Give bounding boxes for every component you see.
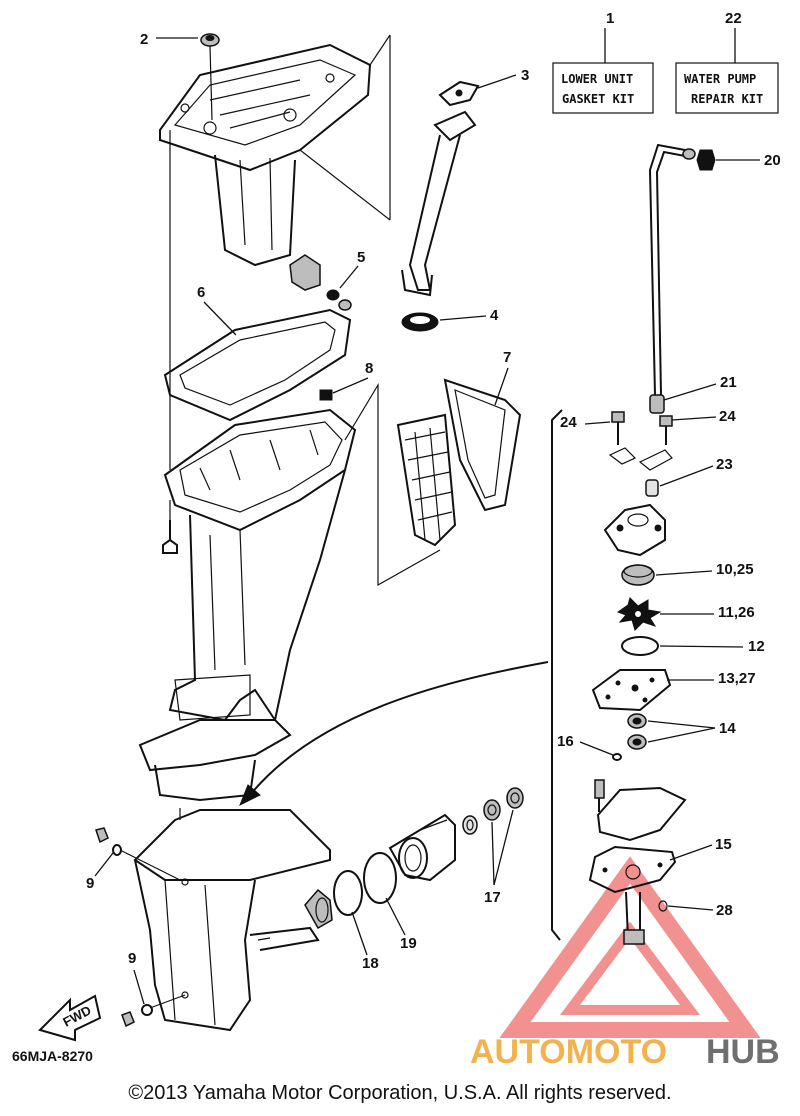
part-12-o-ring: 12 <box>621 636 765 656</box>
part-17-callout: 17 <box>484 809 514 906</box>
svg-text:1: 1 <box>606 10 614 27</box>
diagram-code: 66MJA-8270 <box>12 1048 93 1064</box>
part-20-grommet: 20 <box>696 149 781 171</box>
svg-text:12: 12 <box>748 638 765 655</box>
svg-text:18: 18 <box>362 955 379 972</box>
svg-text:AUTOMOTO: AUTOMOTO <box>470 1033 667 1071</box>
part-17-bearing-a <box>462 815 478 835</box>
svg-text:21: 21 <box>720 374 737 391</box>
svg-text:19: 19 <box>400 935 417 952</box>
svg-text:5: 5 <box>357 249 365 266</box>
svg-text:22: 22 <box>725 10 742 27</box>
part-14-bearing-lower <box>627 734 647 750</box>
svg-text:REPAIR KIT: REPAIR KIT <box>691 92 763 106</box>
svg-text:9: 9 <box>86 875 94 892</box>
svg-text:3: 3 <box>521 67 529 84</box>
part-6-gasket: 6 <box>163 284 352 422</box>
part-13-outer-plate: 13,27 <box>591 669 756 712</box>
copyright-notice: ©2013 Yamaha Motor Corporation, U.S.A. A… <box>128 1082 672 1104</box>
part-10-cartridge-insert: 10,25 <box>621 561 754 586</box>
part-19-o-ring: 19 <box>363 852 417 952</box>
pump-to-gearcase-arrow <box>239 409 563 941</box>
part-9-screw-upper: 9 <box>86 827 181 892</box>
part-18-oil-seal <box>304 888 333 930</box>
svg-text:20: 20 <box>764 152 781 169</box>
bolt-left <box>162 500 178 554</box>
gearcase <box>133 808 331 1032</box>
part-14-bearing-upper <box>627 713 647 729</box>
watermark-logo <box>499 856 761 1038</box>
svg-text:HUB: HUB <box>706 1033 780 1071</box>
assembly-bracket-upper <box>299 34 391 221</box>
svg-text:GASKET KIT: GASKET KIT <box>562 92 634 106</box>
water-tube <box>648 143 696 396</box>
svg-text:23: 23 <box>716 456 733 473</box>
lower-unit-kit-box: 1 LOWER UNIT GASKET KIT <box>552 10 654 114</box>
pump-housing <box>603 503 666 557</box>
svg-text:16: 16 <box>557 733 574 750</box>
upper-casing-top <box>159 43 372 267</box>
part-24-bolt-right: 24 <box>659 408 736 445</box>
svg-text:2: 2 <box>140 31 148 48</box>
assembly-bracket-lower <box>169 130 441 587</box>
svg-text:28: 28 <box>716 902 733 919</box>
exhaust-pipe <box>401 110 477 297</box>
svg-text:LOWER UNIT: LOWER UNIT <box>561 72 633 86</box>
svg-text:10,25: 10,25 <box>716 561 754 578</box>
lower-casing <box>138 408 357 802</box>
svg-text:24: 24 <box>719 408 736 425</box>
fwd-arrow: FWD <box>38 994 102 1042</box>
svg-text:FWD: FWD <box>60 1003 93 1030</box>
part-3-gasket: 3 <box>438 67 529 107</box>
part-14-callout: 14 <box>647 720 736 743</box>
part-8-grommet: 8 <box>319 360 373 401</box>
bearing-housing <box>388 813 456 882</box>
svg-text:6: 6 <box>197 284 205 301</box>
part-2-grommet: 2 <box>140 31 220 121</box>
svg-text:14: 14 <box>719 720 736 737</box>
part-4-seal: 4 <box>401 307 499 332</box>
svg-text:15: 15 <box>715 836 732 853</box>
svg-text:WATER PUMP: WATER PUMP <box>684 72 756 86</box>
part-15-pump-case: 15 <box>588 779 732 945</box>
svg-text:7: 7 <box>503 349 511 366</box>
svg-text:9: 9 <box>128 950 136 967</box>
svg-text:17: 17 <box>484 889 501 906</box>
part-16-washer: 16 <box>557 733 622 761</box>
part-11-impeller: 11,26 <box>616 597 755 631</box>
part-7-grille <box>396 413 457 547</box>
part-23-plate: 23 <box>608 447 733 497</box>
part-28-pin: 28 <box>658 900 733 919</box>
svg-text:13,27: 13,27 <box>718 670 756 687</box>
svg-text:24: 24 <box>560 414 577 431</box>
part-17-bearing-b <box>483 799 501 821</box>
watermark-text: AUTOMOTO HUB <box>470 1033 780 1071</box>
water-pump-kit-box: 22 WATER PUMP REPAIR KIT <box>675 10 779 114</box>
part-18-o-ring: 18 <box>333 870 379 972</box>
part-9-screw-lower: 9 <box>121 950 186 1028</box>
part-7-plate: 7 <box>443 349 522 512</box>
svg-text:4: 4 <box>490 307 499 324</box>
part-17-bearing-c <box>506 787 524 809</box>
part-21-grommet: 21 <box>649 374 737 414</box>
svg-text:8: 8 <box>365 360 373 377</box>
part-5-grommet: 5 <box>289 249 365 311</box>
svg-text:11,26: 11,26 <box>718 604 755 621</box>
part-24-bolt-left: 24 <box>560 411 625 445</box>
